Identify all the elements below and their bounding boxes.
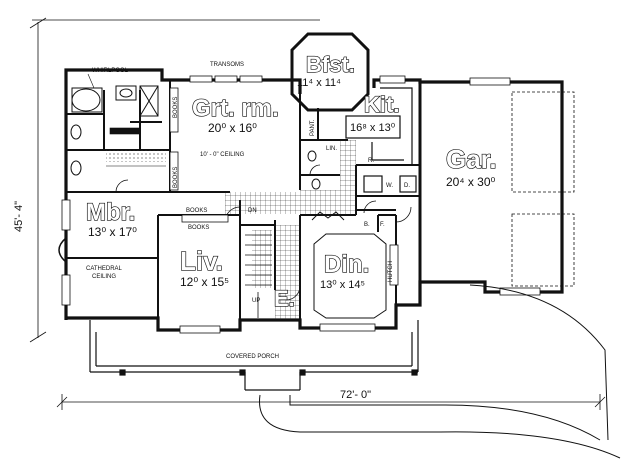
overall-depth-dim: 45'- 4" — [13, 201, 25, 232]
annotation-labels: WHIRLPOOL TRANSOMS BOOKS BOOKS BOOKS BOO… — [86, 62, 410, 360]
label-linen: LIN. — [326, 146, 337, 152]
label-books-3: BOOKS — [186, 208, 207, 214]
label-up: UP — [252, 298, 260, 304]
note-grt-rm-ceiling: 10' - 0" CEILING — [200, 152, 245, 158]
stairs — [245, 234, 272, 318]
dim-kit: 16⁸ x 13⁰ — [350, 122, 396, 134]
label-covered-porch: COVERED PORCH — [226, 354, 279, 360]
dining-hutch-sill — [311, 211, 345, 221]
whirlpool-leader — [87, 73, 95, 89]
tile-floors — [225, 140, 356, 320]
label-bfst: Bfst. — [306, 52, 355, 77]
breakfast-bay — [290, 32, 370, 112]
room-labels: Bfst. 11⁴ x 11⁴ Grt. rm. 20⁰ x 16⁰ 10' -… — [85, 51, 497, 311]
overall-width-dim: 72'- 0" — [340, 389, 371, 401]
dimension-lines — [29, 17, 606, 410]
driveway-curves — [259, 284, 621, 459]
label-washer: W. — [386, 183, 393, 189]
garage-doors — [511, 91, 575, 287]
label-bench: B. — [364, 222, 370, 228]
label-fridge: F. — [380, 222, 385, 228]
closet-rods — [106, 127, 166, 167]
label-gar: Gar. — [446, 144, 497, 174]
dim-bfst: 11⁴ x 11⁴ — [297, 77, 341, 89]
dim-gar: 20⁴ x 30⁰ — [446, 175, 496, 189]
label-entry: E. — [274, 286, 295, 311]
bath-fixtures — [70, 85, 321, 190]
bookcases — [169, 87, 399, 286]
label-dn: DN — [248, 208, 257, 214]
label-grt-rm: Grt. rm. — [192, 95, 279, 122]
dim-liv: 12⁰ x 15⁵ — [180, 275, 229, 289]
dim-din: 13⁰ x 14⁵ — [320, 279, 365, 291]
label-dryer: D. — [404, 183, 410, 189]
dim-grt-rm: 20⁰ x 16⁰ — [208, 121, 257, 135]
label-mbr: Mbr. — [86, 199, 135, 226]
label-books-2: BOOKS — [173, 167, 179, 188]
covered-porch — [89, 320, 419, 391]
label-whirlpool: WHIRLPOOL — [92, 68, 129, 74]
dining-ceiling-inset — [313, 233, 387, 319]
kitchen-fixtures — [345, 87, 417, 193]
label-hutch: HUTCH — [388, 261, 394, 282]
dim-mbr: 13⁰ x 17⁰ — [88, 225, 137, 239]
label-books-4: BOOKS — [188, 225, 209, 231]
label-din: Din. — [324, 251, 369, 278]
windows — [61, 75, 541, 334]
label-cathedral-1: CATHEDRAL — [86, 266, 123, 272]
label-refrigerator: R. — [368, 158, 374, 164]
label-liv: Liv. — [180, 246, 223, 276]
label-kit: Kit. — [364, 92, 399, 117]
label-transoms: TRANSOMS — [210, 62, 244, 68]
label-books-1: BOOKS — [173, 97, 179, 118]
label-pantry: PANT. — [310, 119, 316, 136]
label-cathedral-2: CEILING — [92, 274, 116, 280]
